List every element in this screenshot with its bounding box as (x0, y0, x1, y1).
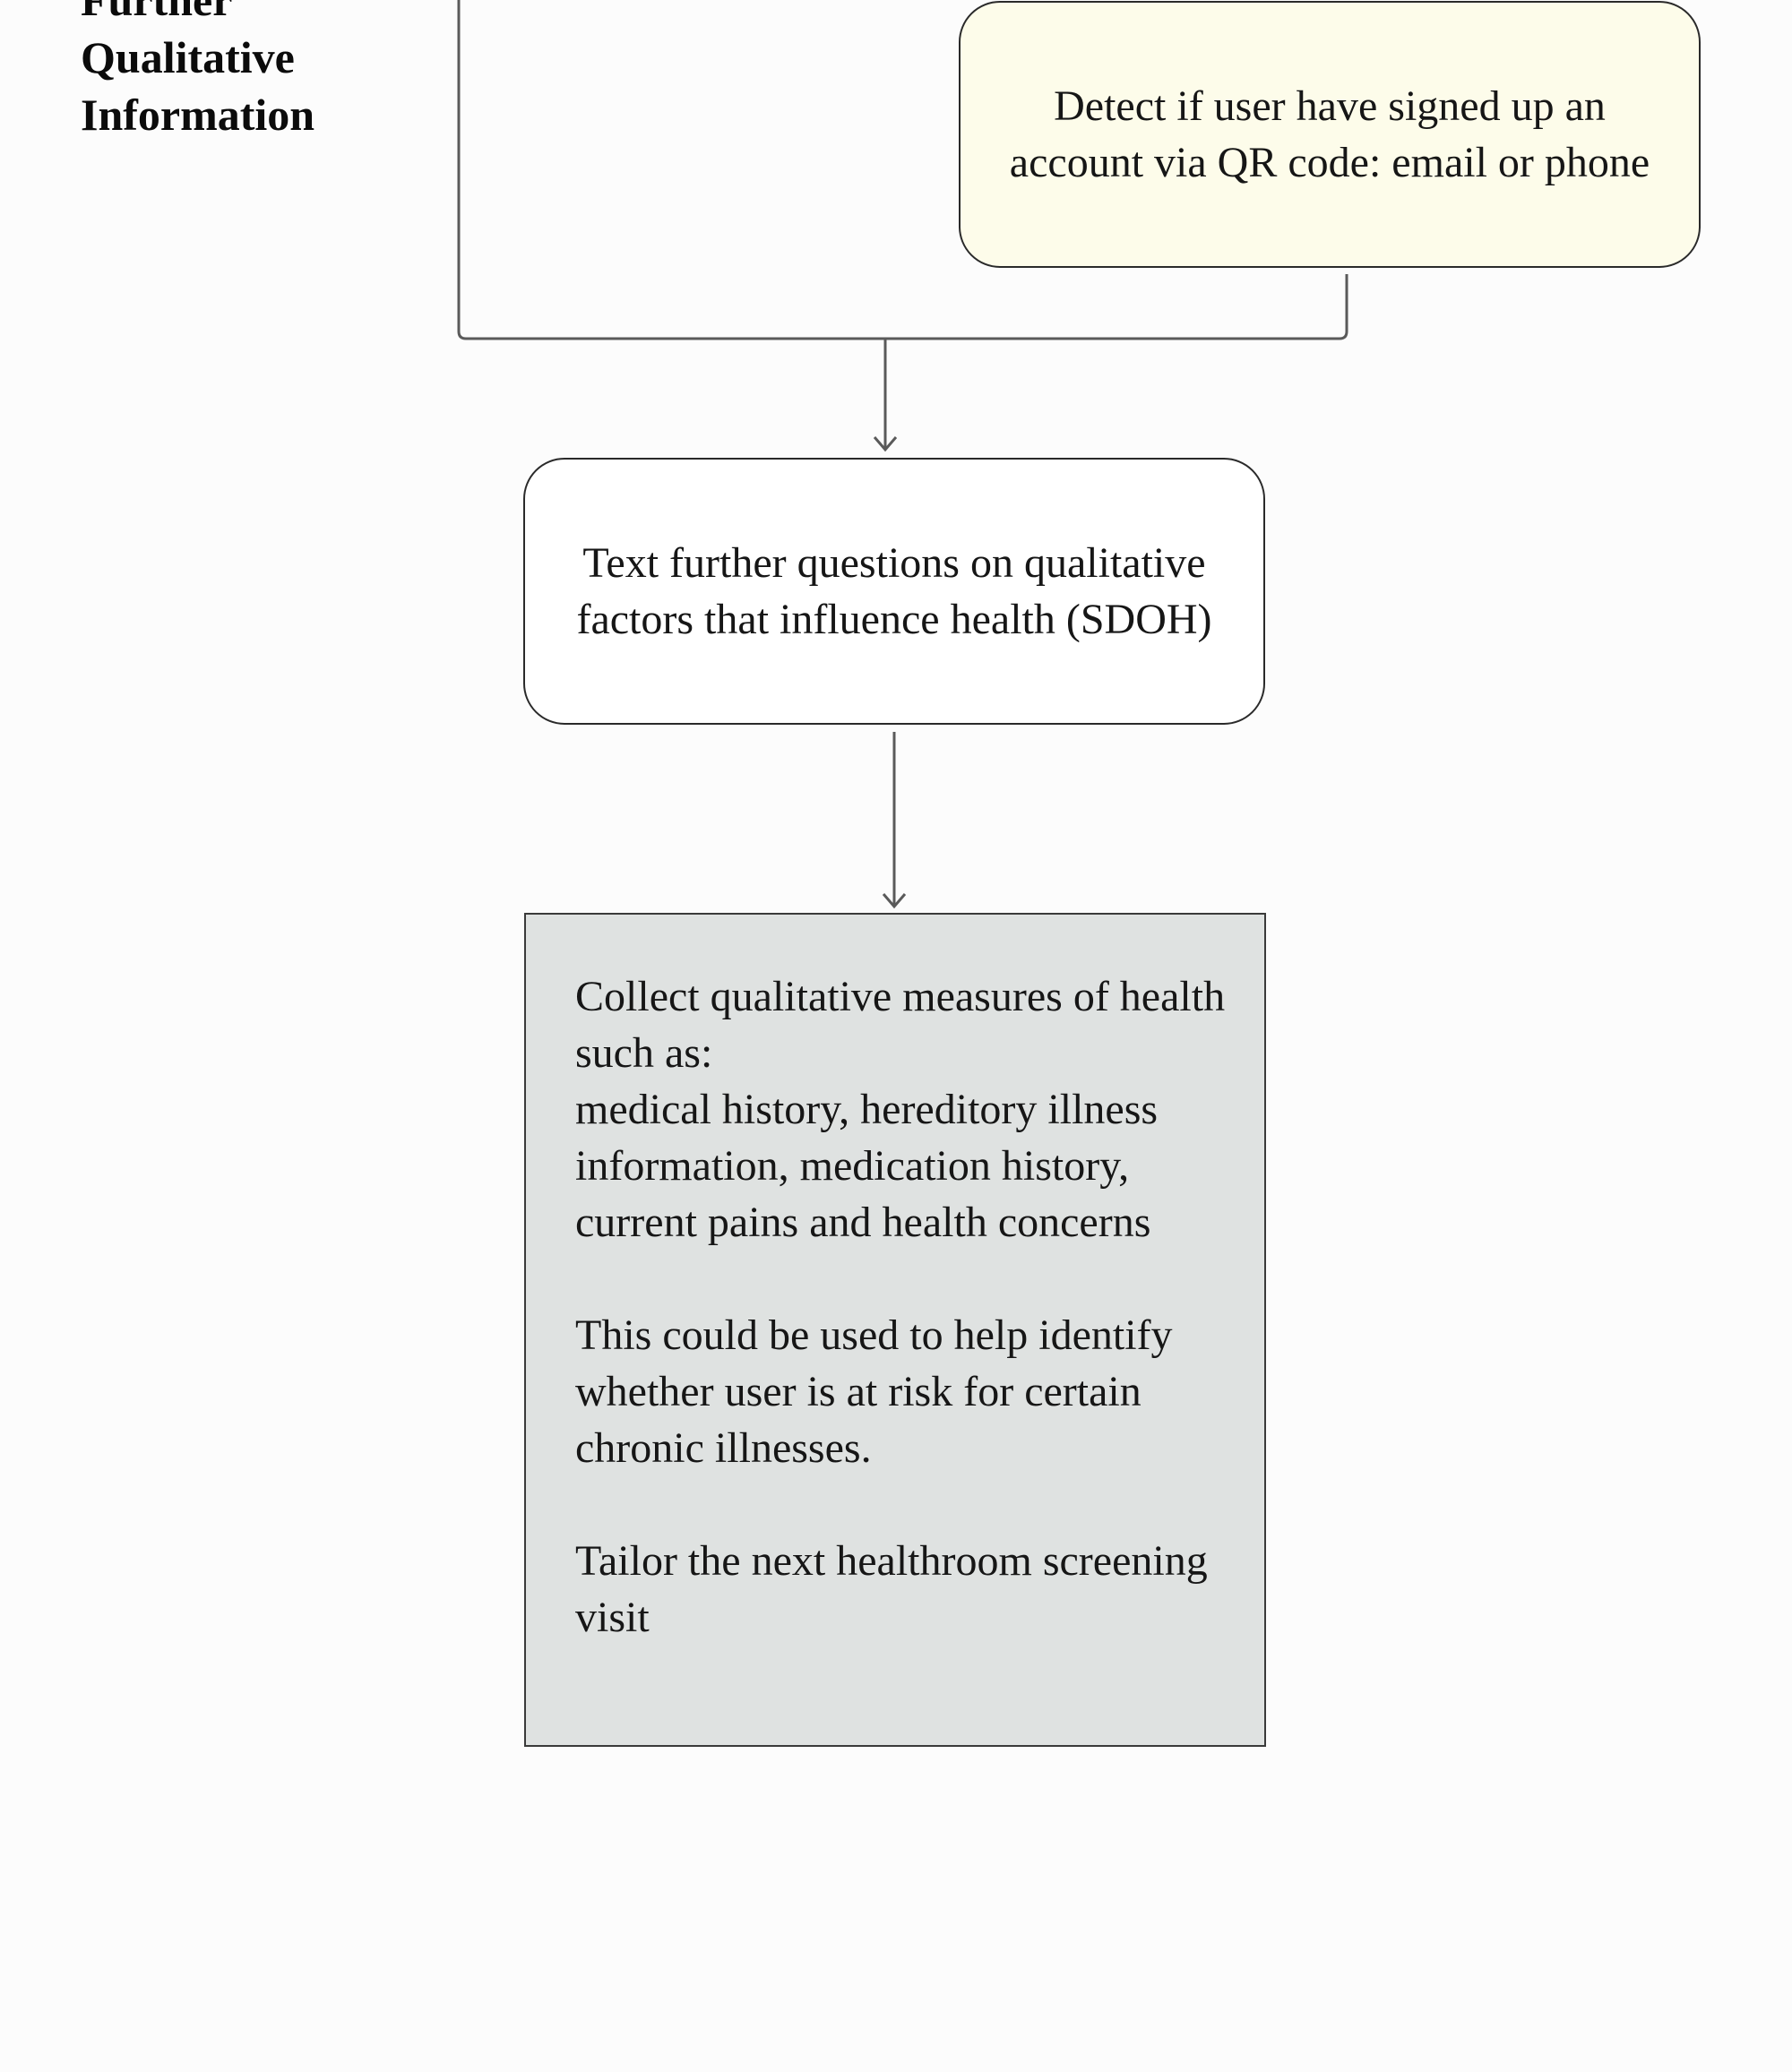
arrowhead-to-collect (882, 893, 907, 909)
section-title-line-3: Information (81, 90, 315, 140)
section-title-line-2: Qualitative (81, 32, 295, 82)
collect-paragraph-3: Tailor the next healthroom screening vis… (575, 1537, 1208, 1641)
merge-connector (457, 0, 1348, 340)
text-questions-text: Text further questions on qualitative fa… (576, 539, 1212, 643)
text-questions-node: Text further questions on qualitative fa… (523, 458, 1265, 725)
collect-paragraph-1: Collect qualitative measures of health s… (575, 968, 1237, 1251)
collect-paragraph-2: This could be used to help identify whet… (575, 1311, 1173, 1472)
collect-paragraph-1-line-1: Collect qualitative measures of health s… (575, 973, 1226, 1077)
detect-signup-node: Detect if user have signed up an account… (959, 1, 1701, 268)
section-title-line-1: Further (81, 0, 233, 25)
detect-signup-text: Detect if user have signed up an account… (1009, 82, 1650, 186)
section-title: Further Qualitative Information (81, 0, 439, 143)
arrowhead-to-text-questions (873, 436, 898, 452)
collect-measures-node: Collect qualitative measures of health s… (524, 913, 1266, 1747)
collect-paragraph-1-line-2: medical history, hereditory illness info… (575, 1086, 1159, 1246)
